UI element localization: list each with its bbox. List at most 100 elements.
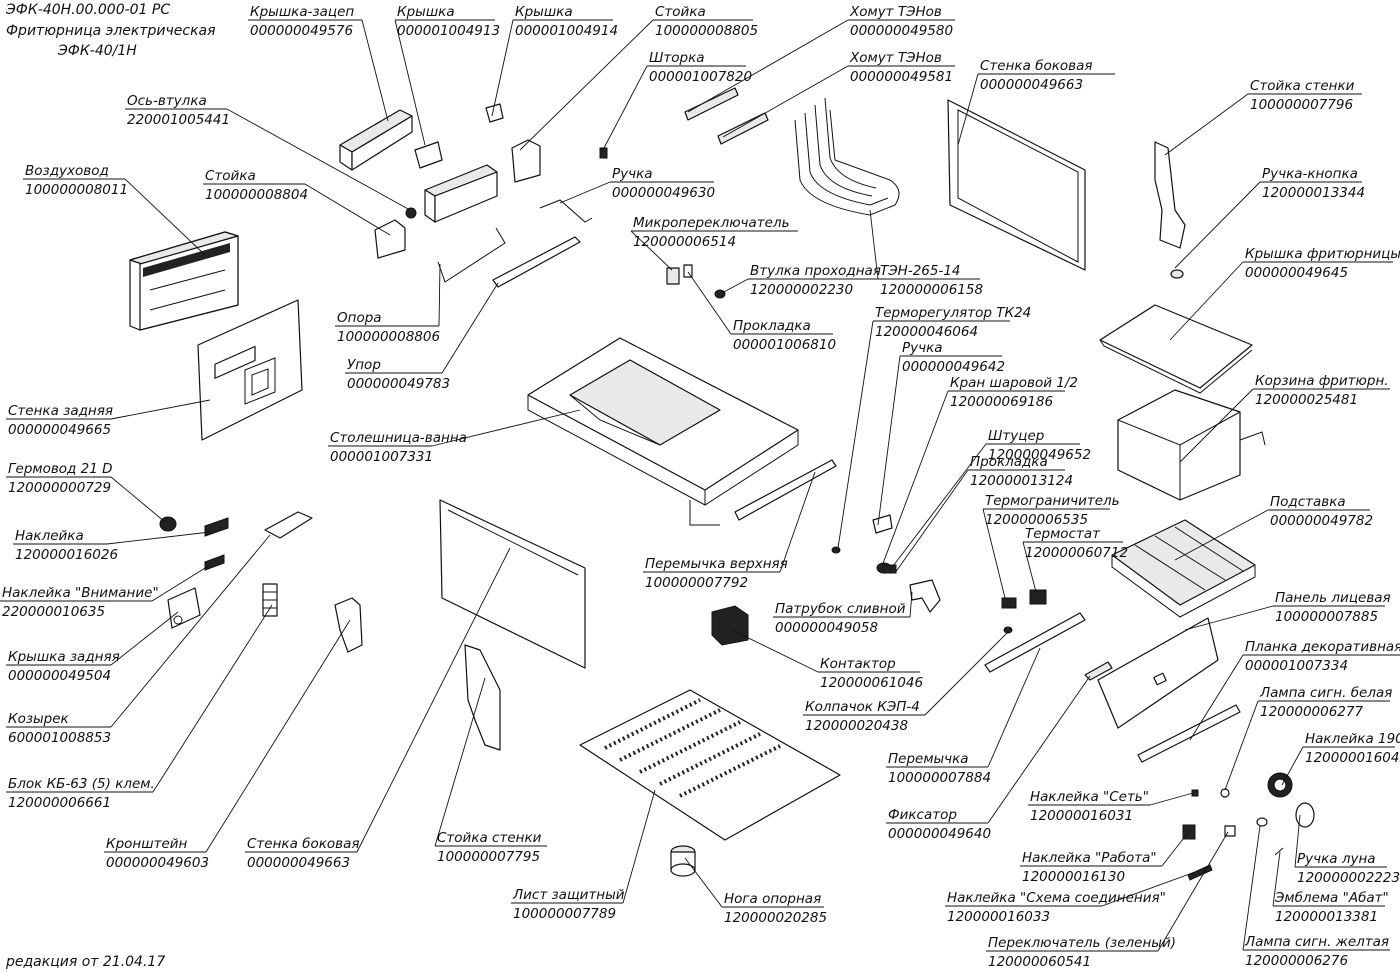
- leader-line: [889, 443, 987, 571]
- part-name: Ручка: [612, 166, 653, 182]
- part-code: 120000006661: [8, 795, 111, 811]
- part-drawing-white-lamp: [1220, 788, 1230, 798]
- part-code: 000000049665: [8, 422, 111, 438]
- callout: Эмблема "Абат"120000013381: [1272, 851, 1389, 925]
- part-name: Стенка задняя: [8, 403, 113, 419]
- leader-line: [1224, 700, 1259, 791]
- part-code: 220001005441: [127, 112, 230, 128]
- leader-line: [722, 65, 849, 138]
- part-name: Терморегулятор ТК24: [875, 305, 1031, 321]
- part-name: Крышка задняя: [8, 649, 120, 665]
- leader-line: [434, 677, 486, 847]
- callout: Микропереключатель 120000006514: [630, 215, 798, 271]
- part-name: Хомут ТЭНов: [849, 4, 942, 20]
- part-name: Крышка фритюрницы: [1245, 246, 1400, 262]
- leader-line: [622, 789, 656, 904]
- part-code: 120000020285: [724, 910, 827, 926]
- part-drawing-protective-sheet: [579, 689, 841, 841]
- callout: Лампа сигн. желтая 120000006276: [1242, 825, 1390, 969]
- callout: Воздуховод 100000008011: [23, 163, 206, 256]
- part-drawing-crossbar-884: [984, 612, 1086, 673]
- part-code: 000001007820: [649, 69, 752, 85]
- part-drawing-yellow-lamp: [1256, 817, 1268, 827]
- part-code: 100000007884: [888, 770, 991, 786]
- part-code: 100000007795: [437, 849, 540, 865]
- callout: Крышка задняя 000000049504: [6, 611, 179, 684]
- part-drawing-microswitch: [666, 264, 693, 285]
- part-code: 000000049645: [1245, 265, 1348, 281]
- part-drawing-green-switch: [1224, 825, 1236, 837]
- leader-line: [151, 564, 211, 602]
- leader-line: [779, 471, 816, 573]
- leader-line: [630, 230, 673, 271]
- part-drawing-wall-post-796: [1154, 141, 1186, 249]
- part-code: 000001007331: [330, 449, 433, 465]
- part-drawing-support-foot: [670, 845, 696, 877]
- part-code: 120000006514: [633, 234, 736, 250]
- part-code: 120000046064: [875, 324, 978, 340]
- part-drawing-post-804: [374, 219, 406, 259]
- leader-line: [1184, 605, 1274, 631]
- part-drawing-basket: [1117, 389, 1266, 501]
- part-name: Патрубок сливной: [775, 601, 906, 617]
- part-drawing-cable-gland: [159, 516, 177, 532]
- part-code: 120000006276: [1245, 953, 1348, 969]
- part-name: Блок КБ-63 (5) клем.: [8, 776, 155, 792]
- part-name: Лист защитный: [512, 887, 625, 903]
- callout: Наклейка "Сеть"120000016031: [1028, 789, 1194, 824]
- part-code: 000000049580: [850, 23, 953, 39]
- part-name: Панель лицевая: [1275, 590, 1391, 606]
- leader-line: [1161, 829, 1191, 867]
- part-drawing-side-wall-right: [947, 99, 1086, 271]
- part-name: Стойка стенки: [1250, 78, 1355, 94]
- leader-line: [1189, 654, 1244, 741]
- part-name: Стойка: [205, 168, 256, 184]
- part-code: 000001006810: [733, 337, 836, 353]
- doc-title-line1: Фритюрница электрическая: [6, 23, 216, 39]
- part-code: 100000008011: [25, 182, 128, 198]
- part-name: Микропереключатель: [633, 215, 790, 231]
- part-name: Столешница-ванна: [330, 430, 467, 446]
- part-code: 000000049504: [8, 668, 111, 684]
- part-drawing-upper-crossbar: [734, 459, 837, 521]
- part-drawing-sticker-wiring: [1187, 864, 1213, 881]
- part-drawing-thermoregulator: [831, 546, 841, 554]
- part-name: Воздуховод: [25, 163, 109, 179]
- part-drawing-visor: [264, 511, 313, 539]
- leader-line: [1157, 831, 1229, 952]
- leader-line: [877, 355, 901, 526]
- callout: Столешница-ванна 000001007331: [328, 409, 581, 465]
- leader-line: [110, 534, 271, 728]
- part-code: 000000049640: [888, 826, 991, 842]
- part-code: 000000049782: [1270, 513, 1373, 529]
- leader-line: [361, 19, 389, 122]
- part-name: Наклейка "Сеть": [1030, 789, 1149, 805]
- leader-line: [438, 263, 441, 327]
- part-name: Лампа сигн. желтая: [1244, 934, 1389, 950]
- leader-line: [1242, 825, 1261, 951]
- part-drawing-grommet: [714, 289, 726, 299]
- leader-line: [1272, 851, 1281, 907]
- part-code: 000000049603: [106, 855, 209, 871]
- part-code: 120000013344: [1262, 185, 1365, 201]
- leader-line: [987, 675, 1091, 824]
- part-name: Гермовод 21 D: [8, 461, 113, 477]
- leader-line: [837, 320, 874, 549]
- part-drawing-ball-valve: [876, 562, 897, 574]
- leader-line: [1174, 509, 1269, 561]
- part-name: Кронштейн: [106, 836, 188, 852]
- callout: Корзина фритюрн.120000025481: [1179, 373, 1390, 463]
- part-name: Корзина фритюрн.: [1255, 373, 1389, 389]
- part-drawing-sticker-190: [1267, 772, 1293, 798]
- leader-line: [1281, 746, 1304, 786]
- callout-labels: Крышка-зацеп000000049576Крышка0000010049…: [0, 4, 1400, 970]
- part-drawing-axle-bushing: [405, 207, 417, 219]
